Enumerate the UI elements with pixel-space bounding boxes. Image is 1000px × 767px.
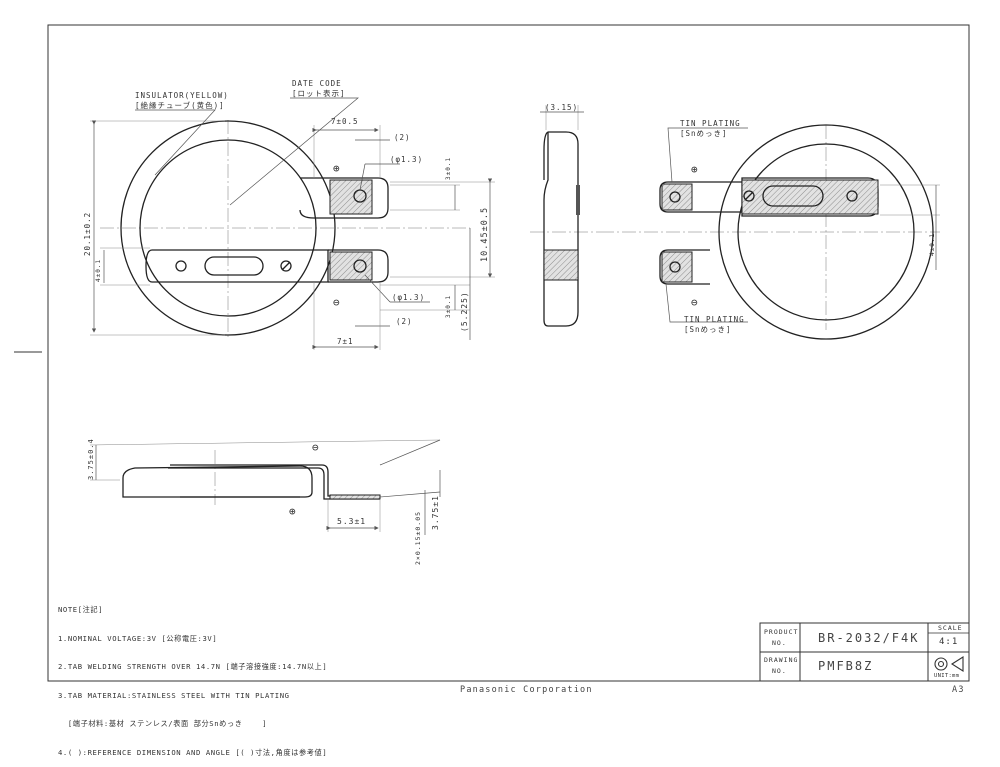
drawing-number: PMFB8Z bbox=[818, 659, 874, 673]
dim-2x015: 2×0.15±0.05 bbox=[414, 511, 422, 565]
side-view bbox=[530, 105, 600, 327]
unit-label: UNIT:mm bbox=[934, 673, 960, 679]
dim-4-left: 4±0.1 bbox=[95, 259, 102, 282]
product-number: BR-2032/F4K bbox=[818, 631, 920, 645]
dim-2-bot: (2) bbox=[396, 317, 413, 326]
product-label-1: PRODUCT bbox=[764, 628, 799, 636]
dim-4-right: 4±0.1 bbox=[929, 233, 936, 256]
company-name: Panasonic Corporation bbox=[460, 685, 593, 695]
date-code-label-jp: [ロット表示] bbox=[292, 88, 346, 98]
polarity-minus-section: ⊖ bbox=[312, 441, 320, 454]
section-view bbox=[89, 439, 441, 535]
scale-value: 4:1 bbox=[939, 637, 959, 647]
third-angle-projection-icon bbox=[934, 655, 964, 673]
drawing-label-1: DRAWING bbox=[764, 656, 799, 664]
product-label-2: NO. bbox=[772, 639, 787, 647]
polarity-plus-section: ⊕ bbox=[289, 505, 297, 518]
notes-block: NOTE[注記] 1.NOMINAL VOLTAGE:3V [公称電圧:3V] … bbox=[58, 586, 327, 767]
dim-53: 5.3±1 bbox=[337, 517, 366, 526]
note-line: 3.TAB MATERIAL:STAINLESS STEEL WITH TIN … bbox=[58, 690, 290, 700]
note-line: 2.TAB WELDING STRENGTH OVER 14.7N [端子溶接強… bbox=[58, 662, 328, 671]
polarity-plus-front: ⊕ bbox=[333, 162, 341, 175]
dim-375-1: 3.75±1 bbox=[431, 495, 440, 530]
dim-1045: 10.45±0.5 bbox=[480, 207, 490, 262]
note-line: NOTE[注記] bbox=[58, 605, 104, 614]
tin-plating-bottom-label: TIN PLATING bbox=[684, 315, 745, 324]
dim-2-top: (2) bbox=[394, 133, 411, 142]
note-line: [端子材料:基材 ステンレス/表面 部分Snめっき ] bbox=[58, 719, 268, 728]
tin-plating-bottom-label-jp: [Snめっき] bbox=[684, 325, 732, 334]
front-view bbox=[90, 97, 495, 350]
back-view bbox=[600, 124, 940, 340]
tin-plating-top-label: TIN PLATING bbox=[680, 119, 741, 128]
sheet-size: A3 bbox=[952, 685, 965, 695]
date-code-label: DATE CODE bbox=[292, 79, 342, 88]
dim-315: (3.15) bbox=[545, 103, 578, 112]
dim-201: 20.1±0.2 bbox=[83, 212, 92, 256]
dim-5225: (5.225) bbox=[460, 291, 469, 332]
dim-7-1: 7±1 bbox=[337, 337, 354, 346]
insulator-label: INSULATOR(YELLOW) bbox=[135, 91, 229, 100]
dim-3-01-bot: 3±0.1 bbox=[445, 295, 452, 318]
title-block-frame bbox=[759, 622, 970, 682]
tin-plating-top-label-jp: [Snめっき] bbox=[680, 129, 728, 138]
technical-drawing: INSULATOR(YELLOW) [絶縁チューブ(黄色)] DATE CODE… bbox=[14, 24, 970, 682]
dim-phi13-top: (φ1.3) bbox=[390, 155, 423, 164]
dim-7-05: 7±0.5 bbox=[331, 117, 359, 126]
polarity-plus-back: ⊕ bbox=[691, 163, 699, 176]
note-line: 1.NOMINAL VOLTAGE:3V [公称電圧:3V] bbox=[58, 633, 218, 643]
drawing-frame bbox=[47, 24, 970, 682]
scale-label: SCALE bbox=[938, 624, 963, 632]
polarity-minus-back: ⊖ bbox=[691, 296, 699, 309]
dim-phi13-bot: (φ1.3) bbox=[392, 293, 425, 302]
drawing-sheet: INSULATOR(YELLOW) [絶縁チューブ(黄色)] DATE CODE… bbox=[14, 24, 970, 682]
polarity-minus-front: ⊖ bbox=[333, 296, 341, 309]
drawing-label-2: NO. bbox=[772, 667, 787, 675]
insulator-label-jp: [絶縁チューブ(黄色)] bbox=[135, 100, 225, 110]
dim-3-01-top: 3±0.1 bbox=[445, 157, 452, 180]
dim-375-04: 3.75±0.4 bbox=[87, 438, 95, 480]
note-line: 4.( ):REFERENCE DIMENSION AND ANGLE [( )… bbox=[58, 747, 328, 757]
